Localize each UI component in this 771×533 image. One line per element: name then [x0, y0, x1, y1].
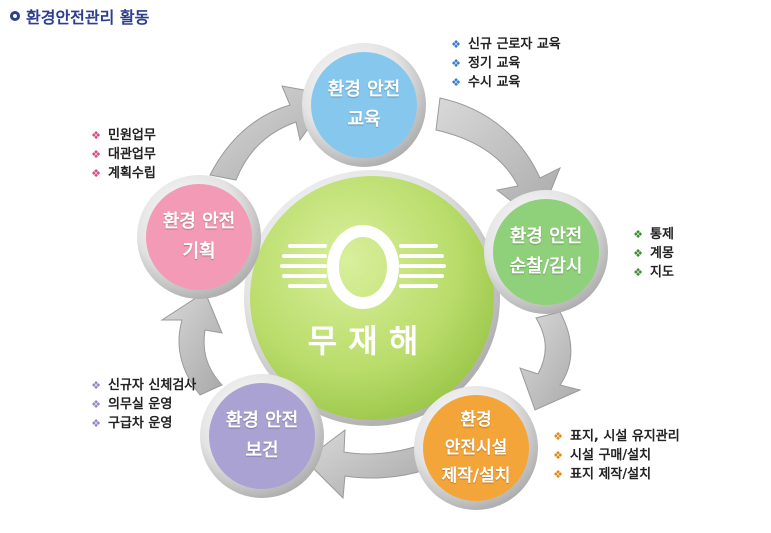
diamond-bullet-icon: ❖	[91, 148, 101, 161]
page-title-text: 환경안전관리 활동	[26, 8, 150, 27]
diamond-bullet-icon: ❖	[91, 129, 101, 142]
node-facility	[414, 386, 538, 510]
diamond-bullet-icon: ❖	[91, 379, 101, 392]
node-planning	[137, 175, 261, 299]
list-item: ❖표지, 시설 유지관리	[553, 429, 680, 444]
circle-bullet-icon	[10, 11, 20, 21]
node-patrol-line2: 순찰/감시	[509, 256, 583, 277]
facility-bullet-list: ❖표지, 시설 유지관리 ❖시설 구매/설치 ❖표지 제작/설치	[552, 427, 680, 484]
node-facility-line1: 환경	[460, 410, 492, 430]
diamond-bullet-icon: ❖	[451, 38, 461, 51]
list-item: ❖계몽	[633, 246, 674, 261]
planning-bullet-list: ❖민원업무 ❖대관업무 ❖계획수립	[90, 126, 156, 183]
arrow-health-to-planning	[160, 291, 223, 396]
node-patrol-line1: 환경 안전	[509, 226, 583, 247]
node-education-line1: 환경 안전	[327, 79, 401, 100]
cycle-arrows	[160, 85, 582, 500]
zero-accident-logo-icon	[280, 225, 446, 309]
list-item: ❖계획수립	[91, 166, 156, 181]
diamond-bullet-icon: ❖	[91, 398, 101, 411]
node-education-line2: 교육	[347, 109, 381, 130]
node-planning-line1: 환경 안전	[162, 211, 236, 232]
node-health-label: 환경 안전 보건	[202, 406, 322, 466]
node-health	[200, 374, 324, 498]
list-item: ❖신규 근로자 교육	[451, 37, 561, 52]
node-education	[302, 43, 426, 167]
education-bullet-list: ❖신규 근로자 교육 ❖정기 교육 ❖수시 교육	[450, 35, 561, 92]
patrol-bullet-list: ❖통제 ❖계몽 ❖지도	[632, 225, 674, 282]
diamond-bullet-icon: ❖	[553, 430, 563, 443]
node-facility-line2: 안전시설	[444, 438, 508, 458]
node-patrol	[484, 190, 608, 314]
diamond-bullet-icon: ❖	[553, 449, 563, 462]
diamond-bullet-icon: ❖	[553, 468, 563, 481]
list-item: ❖시설 구매/설치	[553, 448, 652, 463]
list-item: ❖민원업무	[91, 128, 156, 143]
diamond-bullet-icon: ❖	[633, 228, 643, 241]
node-education-label: 환경 안전 교육	[304, 75, 424, 135]
node-patrol-label: 환경 안전 순찰/감시	[486, 222, 606, 282]
hub-node: 무 재 해	[244, 170, 500, 426]
list-item: ❖통제	[633, 227, 674, 242]
node-planning-line2: 기획	[182, 241, 216, 262]
diamond-bullet-icon: ❖	[633, 247, 643, 260]
diamond-bullet-icon: ❖	[91, 417, 101, 430]
diamond-bullet-icon: ❖	[451, 57, 461, 70]
diamond-bullet-icon: ❖	[91, 167, 101, 180]
list-item: ❖대관업무	[91, 147, 156, 162]
list-item: ❖표지 제작/설치	[553, 467, 652, 482]
list-item: ❖수시 교육	[451, 75, 521, 90]
list-item: ❖의무실 운영	[91, 397, 173, 412]
diamond-bullet-icon: ❖	[633, 266, 643, 279]
page-title: 환경안전관리 활동	[10, 5, 149, 27]
hub-text: 무 재 해	[308, 322, 419, 360]
list-item: ❖신규자 신체검사	[91, 378, 197, 393]
node-facility-line3: 제작/설치	[441, 466, 511, 486]
list-item: ❖지도	[633, 265, 674, 280]
health-bullet-list: ❖신규자 신체검사 ❖의무실 운영 ❖구급차 운영	[90, 376, 196, 433]
node-health-line2: 보건	[245, 440, 279, 461]
list-item: ❖정기 교육	[451, 56, 521, 71]
node-planning-label: 환경 안전 기획	[139, 207, 259, 267]
node-health-line1: 환경 안전	[225, 410, 299, 431]
diamond-bullet-icon: ❖	[451, 76, 461, 89]
arrow-patrol-to-facility	[519, 311, 582, 411]
list-item: ❖구급차 운영	[91, 416, 173, 431]
node-facility-label: 환경 안전시설 제작/설치	[416, 406, 536, 490]
